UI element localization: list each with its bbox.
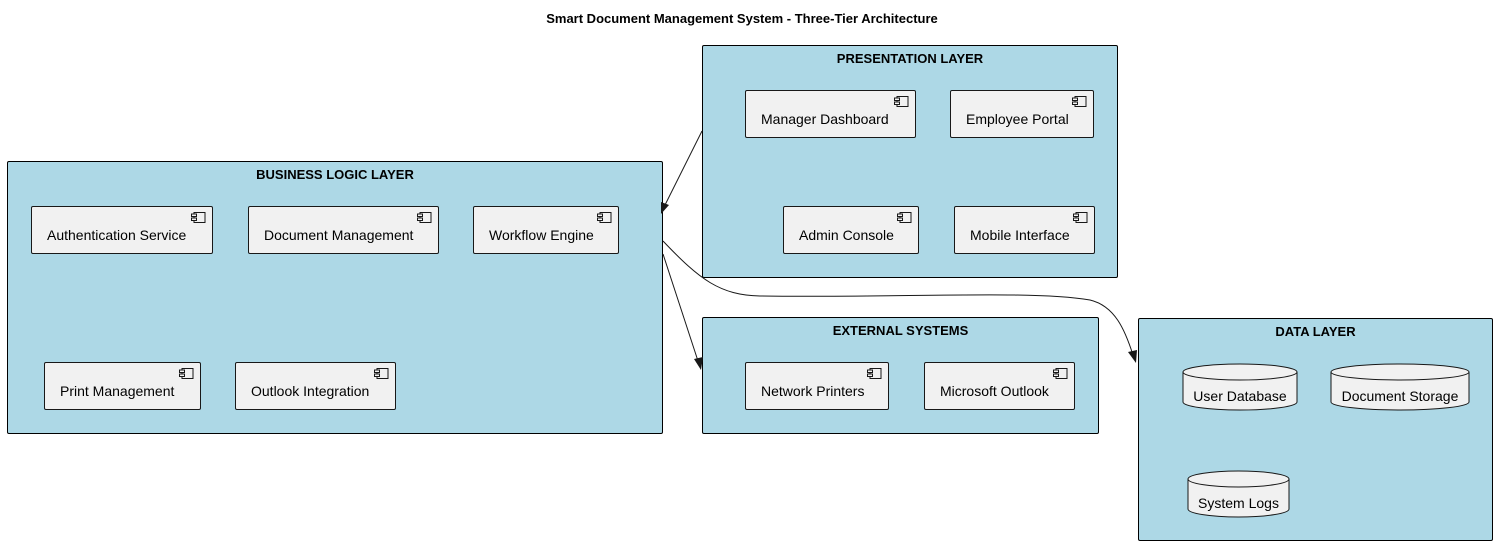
database-label: Document Storage	[1341, 388, 1459, 404]
component-label: Manager Dashboard	[761, 111, 889, 127]
component-icon	[179, 368, 194, 379]
component-label: Admin Console	[799, 227, 894, 243]
component-label: Mobile Interface	[970, 227, 1070, 243]
package-title: EXTERNAL SYSTEMS	[832, 323, 969, 338]
component-icon	[867, 368, 882, 379]
document-storage-database[interactable]: Document Storage	[1330, 363, 1470, 411]
package-title: DATA LAYER	[1275, 324, 1356, 339]
presentation-layer-package: PRESENTATION LAYER Manager Dashboard Emp…	[702, 45, 1118, 278]
arrow-presentation-to-business	[661, 130, 703, 214]
arrow-business-to-external	[662, 253, 703, 370]
mobile-interface-component[interactable]: Mobile Interface	[954, 206, 1095, 254]
data-layer-package: DATA LAYER User Database Document Storag…	[1138, 318, 1493, 541]
component-label: Outlook Integration	[251, 383, 370, 399]
document-management-component[interactable]: Document Management	[248, 206, 439, 254]
network-printers-component[interactable]: Network Printers	[745, 362, 889, 410]
component-label: Print Management	[60, 383, 175, 399]
package-title: PRESENTATION LAYER	[836, 51, 984, 66]
package-title: BUSINESS LOGIC LAYER	[256, 167, 414, 182]
diagram-title: Smart Document Management System - Three…	[546, 11, 938, 26]
component-label: Network Printers	[761, 383, 865, 399]
database-icon	[1330, 363, 1470, 411]
component-label: Document Management	[264, 227, 414, 243]
component-label: Authentication Service	[47, 227, 187, 243]
component-icon	[894, 96, 909, 107]
authentication-service-component[interactable]: Authentication Service	[31, 206, 213, 254]
arrow-business-to-data	[662, 240, 1137, 363]
employee-portal-component[interactable]: Employee Portal	[950, 90, 1094, 138]
manager-dashboard-component[interactable]: Manager Dashboard	[745, 90, 916, 138]
user-database[interactable]: User Database	[1182, 363, 1298, 411]
database-icon	[1182, 363, 1298, 411]
database-icon	[1187, 470, 1290, 518]
component-label: Microsoft Outlook	[940, 383, 1049, 399]
component-icon	[374, 368, 389, 379]
business-logic-layer-package: BUSINESS LOGIC LAYER Authentication Serv…	[7, 161, 663, 434]
component-icon	[1073, 212, 1088, 223]
database-label: System Logs	[1198, 495, 1279, 511]
outlook-integration-component[interactable]: Outlook Integration	[235, 362, 396, 410]
workflow-engine-component[interactable]: Workflow Engine	[473, 206, 619, 254]
component-icon	[1072, 96, 1087, 107]
component-icon	[897, 212, 912, 223]
component-icon	[417, 212, 432, 223]
system-logs-database[interactable]: System Logs	[1187, 470, 1290, 518]
component-icon	[191, 212, 206, 223]
database-label: User Database	[1193, 388, 1287, 404]
component-label: Employee Portal	[966, 111, 1069, 127]
component-label: Workflow Engine	[489, 227, 594, 243]
microsoft-outlook-component[interactable]: Microsoft Outlook	[924, 362, 1075, 410]
external-systems-package: EXTERNAL SYSTEMS Network Printers Micros…	[702, 317, 1099, 434]
component-icon	[597, 212, 612, 223]
admin-console-component[interactable]: Admin Console	[783, 206, 919, 254]
print-management-component[interactable]: Print Management	[44, 362, 201, 410]
component-icon	[1053, 368, 1068, 379]
